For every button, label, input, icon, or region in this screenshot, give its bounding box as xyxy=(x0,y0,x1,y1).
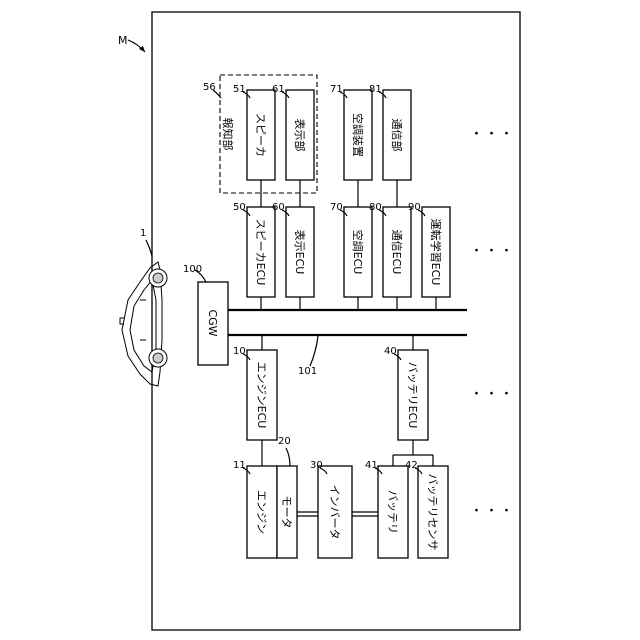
device-battery-sensor-label: バッテリセンサ xyxy=(426,474,439,551)
ecu-communication-ref: 80 xyxy=(369,202,382,213)
vehicle-ref: 1 xyxy=(140,228,146,239)
ecu-display-ref: 60 xyxy=(272,202,285,213)
top-devices: スピーカ 51 表示部 61 空調装置 71 通信部 81 ・・・ xyxy=(233,84,515,207)
device-speaker-label: スピーカ xyxy=(254,113,267,157)
top-ecus-ellipsis: ・・・ xyxy=(470,244,515,259)
device-display-label: 表示部 xyxy=(293,119,307,152)
device-battery-ref: 41 xyxy=(365,460,378,471)
cgw-label: CGW xyxy=(206,309,219,336)
device-battery-label: バッテリ xyxy=(386,490,399,534)
bottom-devices-ellipsis: ・・・ xyxy=(470,504,515,519)
ecu-display-label: 表示ECU xyxy=(293,230,307,275)
system-label: M xyxy=(118,34,128,47)
bottom-devices: エンジン 11 モータ 20 インバータ 30 バッテリ 41 バッテリセンサ … xyxy=(233,436,515,558)
bottom-ecus-ellipsis: ・・・ xyxy=(470,387,515,402)
ecu-battery-label: バッテリECU xyxy=(406,362,419,429)
device-inverter-ref: 30 xyxy=(310,460,323,471)
vehicle-ref-leader xyxy=(146,240,152,256)
bus-ref: 101 xyxy=(298,366,317,377)
ecu-engine-ref: 10 xyxy=(233,346,246,357)
device-display-ref: 61 xyxy=(272,84,285,95)
device-motor-ref: 20 xyxy=(278,436,291,447)
notification-label: 報知部 xyxy=(221,118,235,151)
ecu-air-conditioner-ref: 70 xyxy=(330,202,343,213)
device-inverter-label: インバータ xyxy=(328,485,341,540)
device-communication-label: 通信部 xyxy=(390,119,404,152)
device-air-conditioner-ref: 71 xyxy=(330,84,343,95)
device-battery-sensor-ref: 42 xyxy=(405,460,418,471)
ecu-air-conditioner-label: 空調ECU xyxy=(351,230,365,275)
ecu-driving-learning-ref: 90 xyxy=(408,202,421,213)
device-motor-label: モータ xyxy=(280,496,293,529)
device-communication-ref: 81 xyxy=(369,84,382,95)
ecu-driving-learning-label: 運転学習ECU xyxy=(429,219,443,286)
ecu-communication-label: 通信ECU xyxy=(390,230,403,275)
ecu-battery-ref: 40 xyxy=(384,346,397,357)
device-engine-label: エンジン xyxy=(255,490,268,534)
device-engine-ref: 11 xyxy=(233,460,246,471)
ecu-speaker-ref: 50 xyxy=(233,202,246,213)
bus-ref-leader xyxy=(310,336,318,366)
top-devices-ellipsis: ・・・ xyxy=(470,127,515,142)
ecu-speaker-label: スピーカECU xyxy=(254,219,267,286)
device-speaker-ref: 51 xyxy=(233,84,246,95)
vehicle-icon xyxy=(120,262,167,386)
bottom-ecus: エンジンECU 10 バッテリECU 40 ・・・ xyxy=(233,335,515,440)
top-ecus: スピーカECU 50 表示ECU 60 空調ECU 70 通信ECU 80 運転… xyxy=(233,202,515,310)
ecu-engine-label: エンジンECU xyxy=(255,362,268,429)
device-air-conditioner-label: 空調装置 xyxy=(351,113,365,157)
notification-label-wrap: 報知部 xyxy=(221,118,235,151)
